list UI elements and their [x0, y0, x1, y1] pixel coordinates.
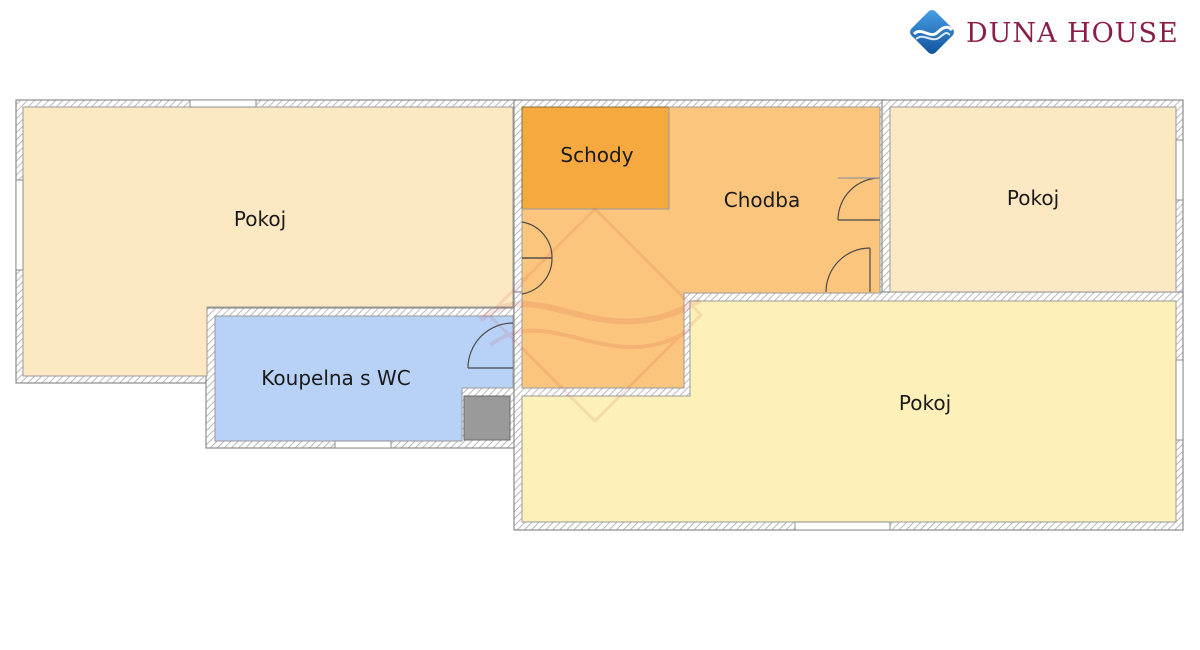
door-chodba-pokoj-left-lower	[521, 257, 553, 295]
label-pokoj-right: Pokoj	[1007, 186, 1059, 210]
door-koupelna	[467, 322, 514, 369]
door-chodba-pokoj-right-lower	[825, 247, 871, 293]
shaft	[463, 395, 511, 441]
windows	[15, 99, 1184, 531]
room-pokoj-right	[889, 106, 1177, 293]
brand-logo: DUNA HOUSE	[906, 6, 1186, 58]
room-pokoj-left	[22, 106, 514, 377]
label-schody: Schody	[560, 143, 633, 167]
doors	[467, 177, 881, 369]
room-schody	[521, 106, 670, 210]
label-chodba: Chodba	[724, 188, 801, 212]
label-koupelna: Koupelna s WC	[261, 366, 410, 390]
brand-name: DUNA HOUSE	[966, 18, 1179, 49]
wave-diamond-logo-icon	[910, 10, 954, 54]
door-chodba-pokoj-right-upper	[837, 177, 881, 221]
room-pokoj-bottom	[521, 300, 1177, 523]
room-labels: Pokoj Schody Chodba Pokoj Koupelna s WC …	[234, 143, 1059, 415]
room-koupelna	[214, 315, 514, 442]
room-chodba	[521, 106, 881, 389]
label-pokoj-bottom: Pokoj	[899, 391, 951, 415]
watermark	[478, 206, 704, 424]
rooms	[22, 106, 1177, 523]
label-pokoj-left: Pokoj	[234, 207, 286, 231]
